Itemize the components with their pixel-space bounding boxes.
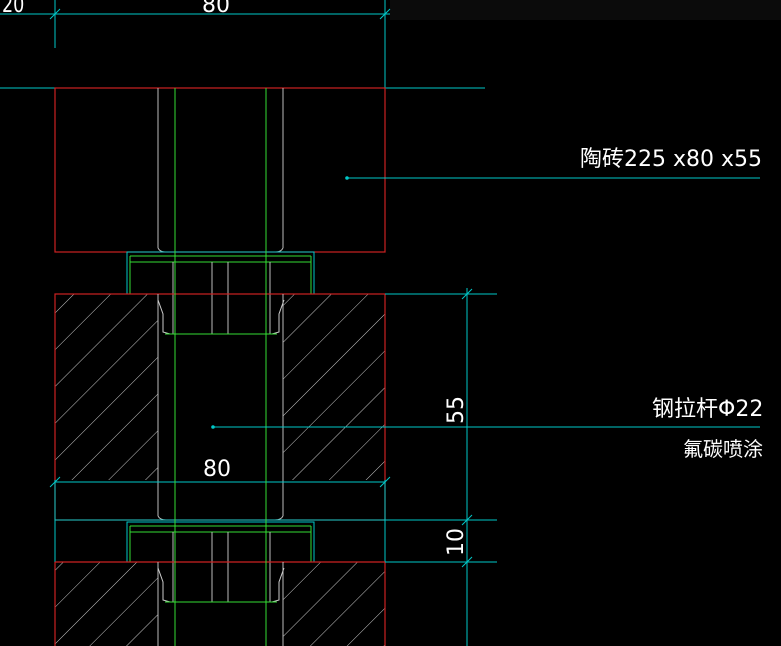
- rod-label-leader: [211, 425, 760, 429]
- brick-lower-hatched: [54, 561, 386, 646]
- brick-label-leader: [345, 176, 760, 180]
- brick-upper: [54, 87, 386, 253]
- dim-brick-height-text: 55: [444, 396, 469, 424]
- rod-spec-label: 钢拉杆Φ22: [652, 397, 763, 422]
- rod-finish-label: 氟碳喷涂: [683, 437, 763, 461]
- dim-top-left-text: 20: [2, 0, 24, 18]
- brick-middle-hatched: [54, 293, 386, 521]
- dim-mid-width-text: 80: [203, 457, 231, 482]
- brick-spec-label: 陶砖225 x80 x55: [580, 147, 762, 172]
- top-dimension: [0, 0, 391, 88]
- right-dimension: [385, 288, 497, 646]
- mid-dimension: [49, 476, 391, 560]
- top-toolbar-strip: [390, 0, 781, 20]
- connector-lower: [54, 519, 386, 602]
- dim-top-width-text: 80: [202, 0, 230, 18]
- dim-gap-height-text: 10: [444, 528, 469, 556]
- steel-rod: [174, 88, 267, 646]
